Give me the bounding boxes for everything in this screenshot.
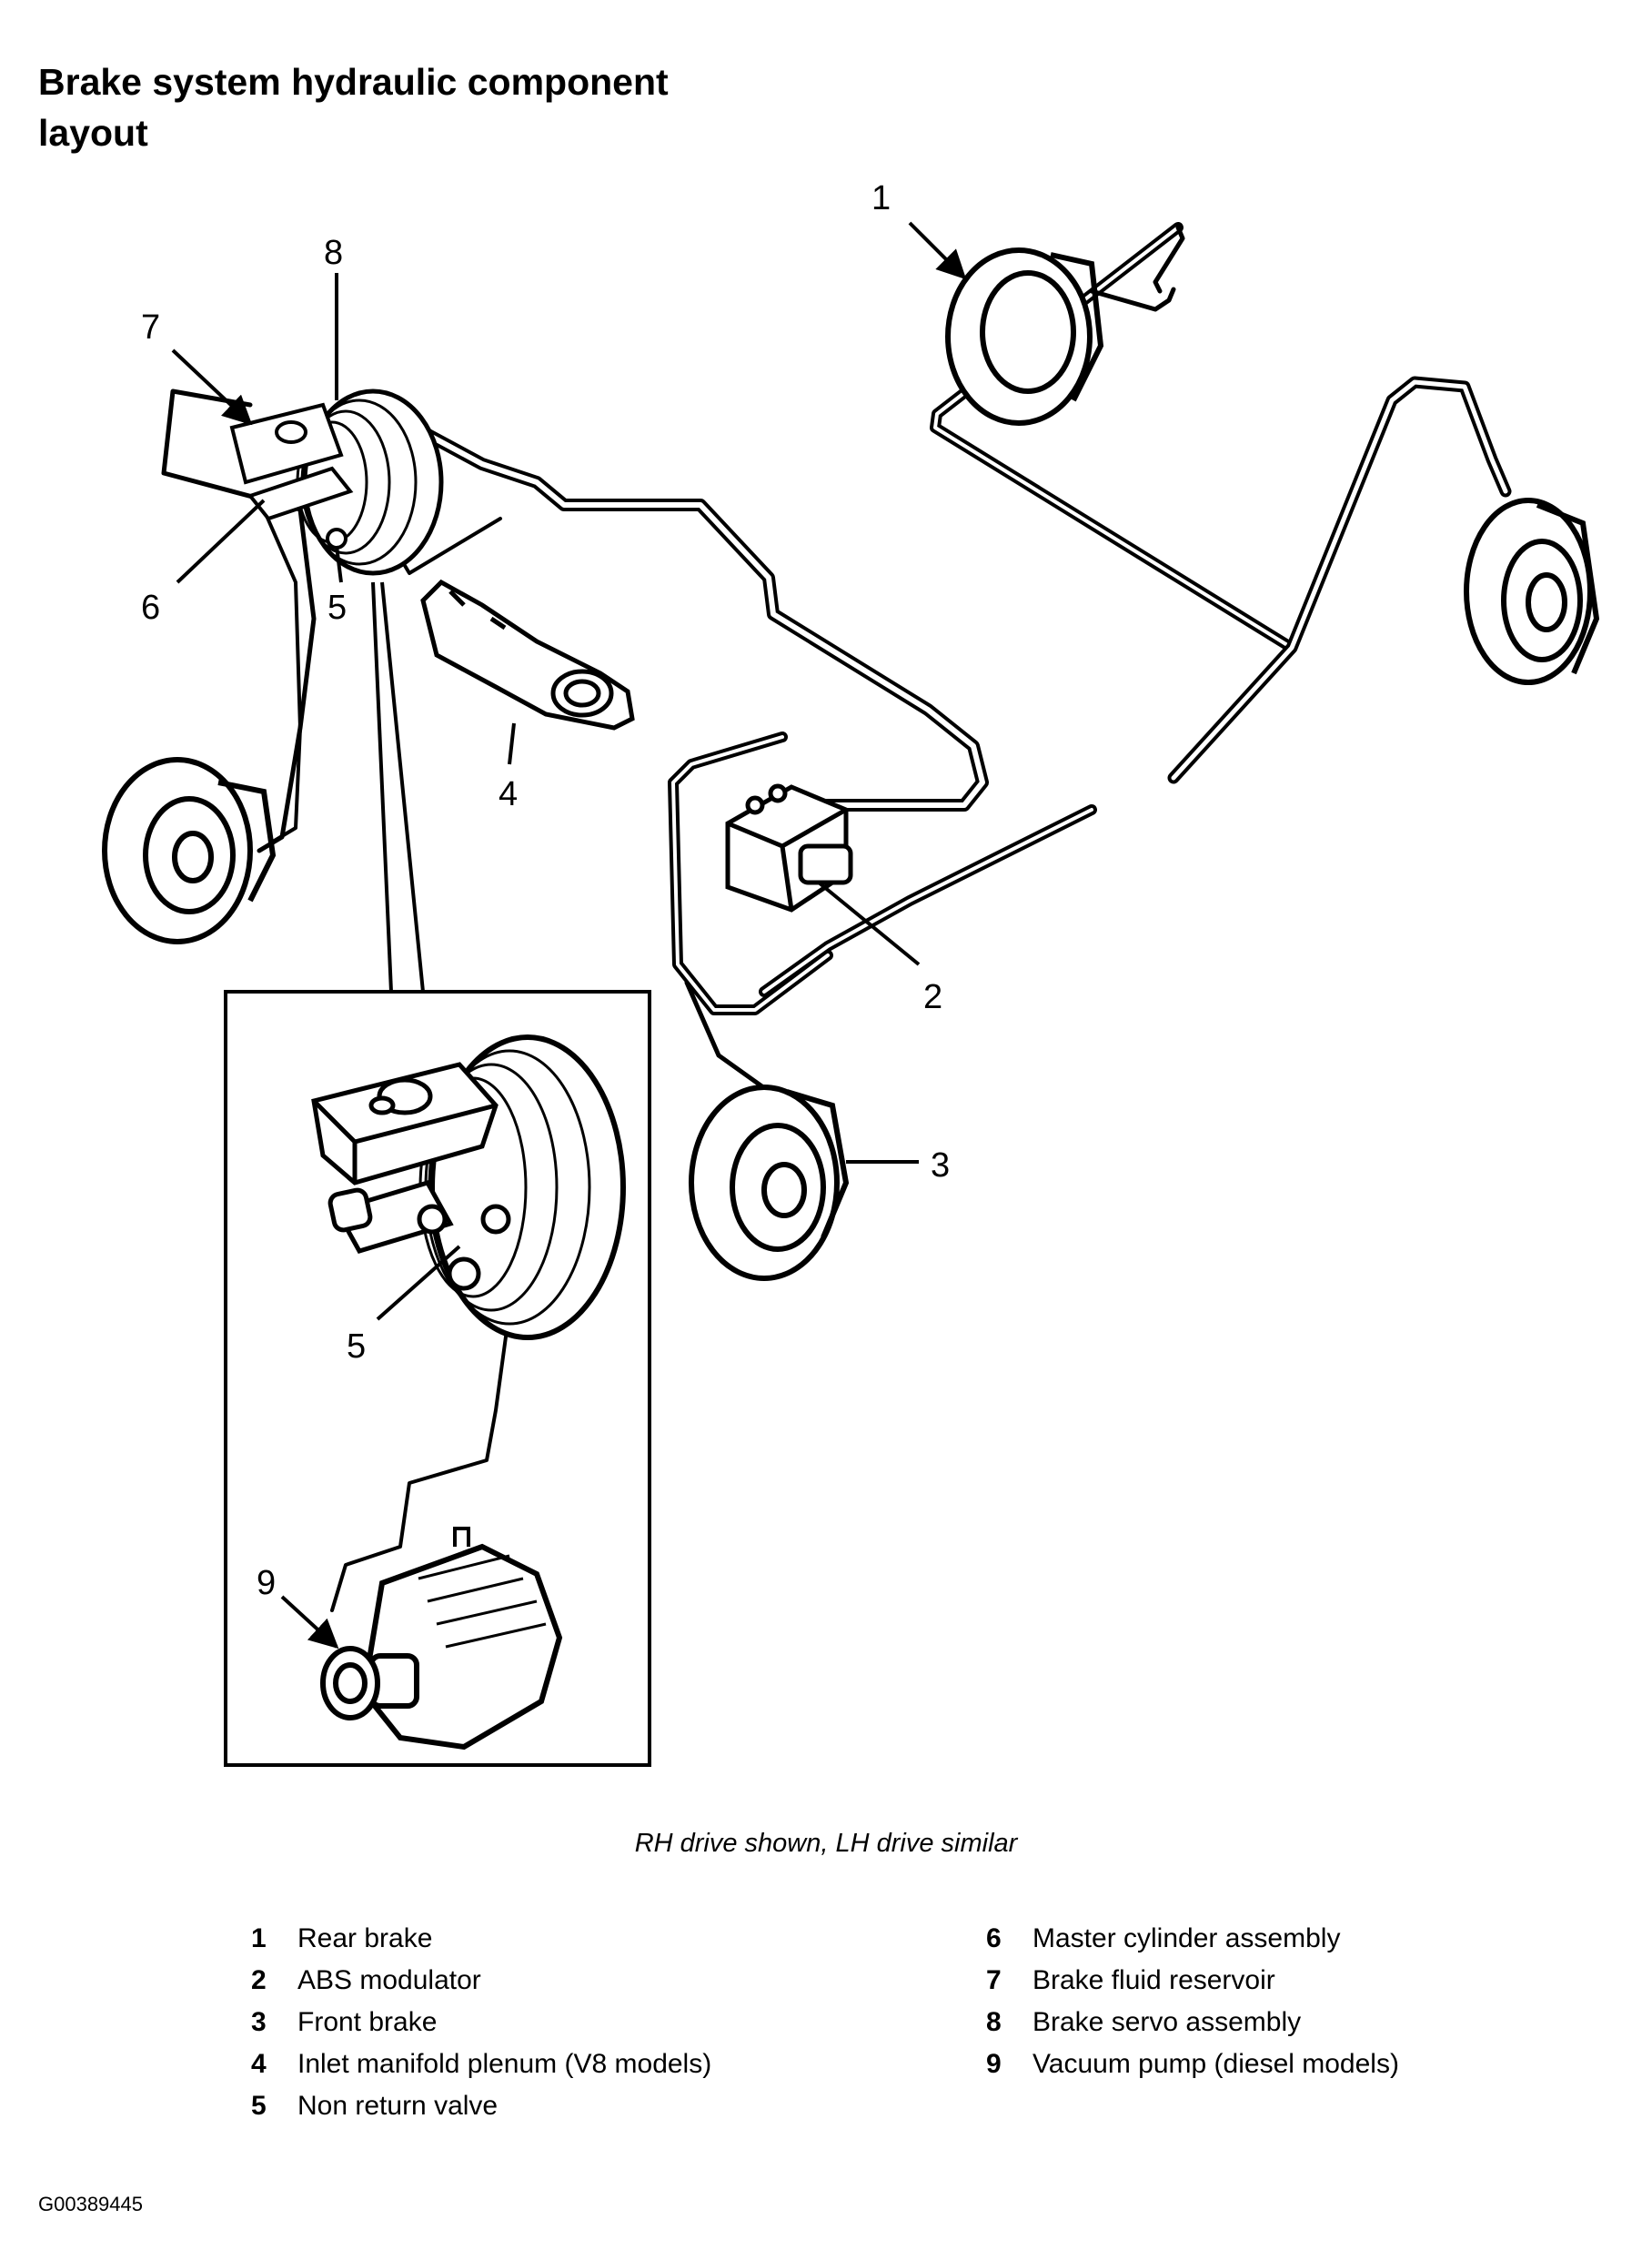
legend-item: 1 Rear brake (251, 1918, 711, 1960)
inset-pointer-right (380, 581, 425, 993)
legend-label: ABS modulator (297, 1965, 481, 1995)
rear-brake-right (1464, 498, 1600, 685)
legend-number: 3 (251, 2007, 267, 2037)
inset-master-cylinder (327, 1180, 511, 1291)
legend-number: 4 (251, 2049, 267, 2079)
rear-brake-left (945, 247, 1104, 426)
callout-5-top: 5 (327, 589, 347, 627)
servo-left-pipe (161, 388, 317, 853)
legend-item: 4 Inlet manifold plenum (V8 models) (251, 2043, 711, 2085)
legend-label: Master cylinder assembly (1032, 1923, 1341, 1953)
leader-2 (817, 881, 921, 966)
front-left-pipe (262, 508, 302, 843)
callout-leaders (171, 221, 967, 1650)
callout-2: 2 (923, 978, 942, 1016)
legend-right-column: 6 Master cylinder assembly 7 Brake fluid r… (986, 1918, 1399, 2085)
leader-5-inset (376, 1245, 461, 1321)
callout-9: 9 (257, 1564, 276, 1602)
leader-5-top (335, 545, 343, 583)
fluid-reservoir-top (229, 402, 344, 485)
title-line-2: layout (38, 112, 148, 154)
rear-loop-pipe (1089, 287, 1176, 312)
legend-item: 3 Front brake (251, 2002, 711, 2043)
legend-item: 6 Master cylinder assembly (986, 1918, 1399, 1960)
callout-4: 4 (499, 775, 518, 813)
vacuum-pump (320, 1527, 563, 1751)
diagram-title: Brake system hydraulic component layout (38, 56, 857, 158)
abs-modulator (725, 783, 853, 913)
leader-4 (508, 722, 516, 765)
rear-long-pipe-inner (1171, 379, 1508, 781)
callout-1: 1 (871, 179, 891, 217)
legend-label: Brake servo assembly (1032, 2007, 1302, 2037)
callout-8: 8 (324, 234, 343, 272)
legend-item: 5 Non return valve (251, 2085, 711, 2127)
leader-9 (280, 1595, 339, 1650)
callout-7: 7 (141, 308, 160, 347)
abs-loop-pipes-inner (671, 735, 830, 1012)
legend-number: 8 (986, 2007, 1002, 2037)
front-brake-left (102, 757, 277, 944)
legend-label: Non return valve (297, 2091, 499, 2121)
legend-number: 1 (251, 1923, 267, 1953)
callout-5-inset: 5 (347, 1327, 366, 1366)
leader-1 (908, 221, 967, 280)
diagram-caption: RH drive shown, LH drive similar (634, 1829, 1018, 1858)
inset-pointer-left (371, 581, 393, 993)
inlet-manifold-plenum (420, 579, 635, 731)
legend-number: 5 (251, 2091, 267, 2121)
legend-label: Front brake (297, 2007, 438, 2037)
leader-7 (171, 348, 253, 426)
brake-pipes (161, 222, 1512, 1612)
title-line-1: Brake system hydraulic component (38, 61, 669, 103)
legend-item: 9 Vacuum pump (diesel models) (986, 2043, 1399, 2085)
rear-left-pipe (1153, 225, 1185, 294)
legend-item: 2 ABS modulator (251, 1960, 711, 2002)
legend-label: Inlet manifold plenum (V8 models) (297, 2049, 712, 2079)
inset-detail-box (224, 581, 651, 1767)
front-brake-right (689, 1085, 850, 1281)
legend-label: Brake fluid reservoir (1032, 1965, 1275, 1995)
legend-label: Rear brake (297, 1923, 433, 1953)
legend-item: 7 Brake fluid reservoir (986, 1960, 1399, 2002)
callout-3: 3 (931, 1146, 950, 1185)
rear-long-pipe (1167, 376, 1512, 784)
callout-6: 6 (141, 589, 160, 627)
legend-number: 7 (986, 1965, 1002, 1995)
figure-id: G00389445 (38, 2193, 143, 2215)
main-pipe-run-inner (361, 398, 985, 853)
leader-6 (176, 499, 266, 584)
legend-number: 9 (986, 2049, 1002, 2079)
legend-number: 6 (986, 1923, 1002, 1953)
legend-label: Vacuum pump (diesel models) (1032, 2049, 1399, 2079)
inset-fluid-reservoir (311, 1062, 499, 1186)
legend-number: 2 (251, 1965, 267, 1995)
legend-item: 8 Brake servo assembly (986, 2002, 1399, 2043)
